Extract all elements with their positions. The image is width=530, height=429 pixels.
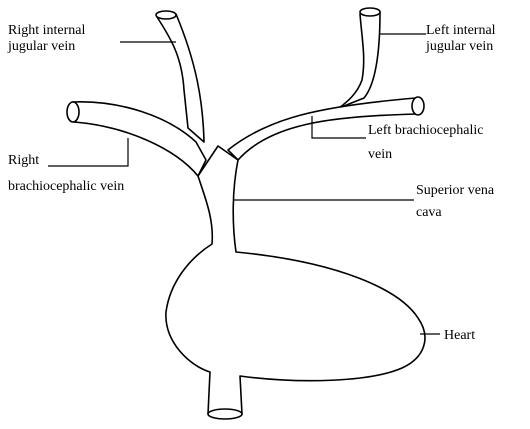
inferior-opening — [208, 409, 242, 419]
superior-vena-cava-and-heart — [166, 146, 425, 414]
right-brachiocephalic-opening — [67, 102, 79, 122]
label-left-brachiocephalic: Left brachiocephalic vein — [368, 123, 487, 162]
left-brachiocephalic-opening — [412, 97, 424, 115]
left-internal-jugular-vein — [339, 12, 380, 108]
label-superior-vena-cava: Superior vena cava — [416, 183, 498, 220]
label-right-internal-jugular: Right internal jugular vein — [7, 23, 89, 54]
label-left-internal-jugular: Left internal jugular vein — [425, 23, 499, 54]
leader-right-brachiocephalic — [48, 138, 128, 166]
label-right-brachiocephalic: Right brachiocephalic vein — [8, 153, 124, 194]
right-internal-jugular-opening — [156, 11, 176, 19]
label-heart: Heart — [444, 328, 475, 343]
left-internal-jugular-opening — [360, 8, 380, 16]
